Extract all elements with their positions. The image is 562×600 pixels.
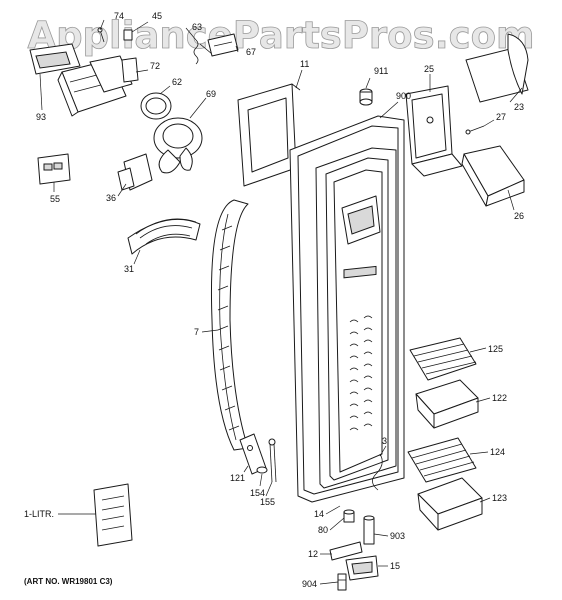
- part-124-wire-shelf: [407, 437, 477, 483]
- callout-121: 121: [230, 473, 245, 483]
- part-154-washer: [256, 466, 268, 474]
- callout-154: 154: [250, 488, 265, 498]
- part-15-housing: [345, 555, 379, 581]
- part-903-tube: [363, 515, 375, 545]
- callout-26: 26: [514, 211, 524, 221]
- callout-80: 80: [318, 525, 328, 535]
- callout-12: 12: [308, 549, 318, 559]
- part-911-cap: [359, 88, 373, 106]
- part-26-bin: [461, 145, 525, 207]
- part-904-screw: [337, 573, 347, 591]
- callout-63: 63: [192, 22, 202, 32]
- callout-1-litr: 1-LITR.: [24, 509, 54, 519]
- leader-lines: [39, 19, 523, 585]
- part-80-fitting: [343, 509, 355, 523]
- callout-67: 67: [246, 47, 256, 57]
- part-7-handle: [211, 199, 249, 451]
- art-number: (ART NO. WR19801 C3): [24, 577, 113, 586]
- callout-27: 27: [496, 112, 506, 122]
- part-25-dispenser-bracket: [405, 85, 463, 177]
- part-45-clip: [123, 29, 133, 41]
- callout-74: 74: [114, 11, 124, 21]
- part-125-wire-shelf: [409, 337, 477, 381]
- part-93-control-module: [29, 43, 133, 117]
- part-72-bracket: [121, 57, 139, 83]
- door-shelf-ridges: [349, 315, 373, 431]
- callout-124: 124: [490, 447, 505, 457]
- part-122-bin: [415, 379, 479, 429]
- watermark-text: AppliancePartsPros.com: [27, 14, 534, 57]
- callout-900: 900: [396, 91, 411, 101]
- part-63-spring: [193, 39, 213, 65]
- handle-ribs: [217, 225, 240, 431]
- part-23-cover: [465, 33, 529, 103]
- callout-23: 23: [514, 102, 524, 112]
- callout-122: 122: [492, 393, 507, 403]
- callout-45: 45: [152, 11, 162, 21]
- callout-904: 904: [302, 579, 317, 589]
- part-123-bin: [417, 477, 483, 531]
- callout-14: 14: [314, 509, 324, 519]
- callout-15: 15: [390, 561, 400, 571]
- callout-11: 11: [300, 59, 309, 69]
- callout-69: 69: [206, 89, 216, 99]
- callout-36: 36: [106, 193, 116, 203]
- callout-93: 93: [36, 112, 46, 122]
- part-11-dispenser-cover: [237, 83, 303, 187]
- part-31-grille: [127, 218, 201, 255]
- part-62-ring: [140, 92, 172, 120]
- part-27-screw: [465, 125, 485, 135]
- callout-123: 123: [492, 493, 507, 503]
- part-67-bracket: [207, 33, 239, 57]
- callout-125: 125: [488, 344, 503, 354]
- part-55-switch: [37, 153, 71, 185]
- callout-72: 72: [150, 61, 160, 71]
- callout-25: 25: [424, 64, 434, 74]
- callout-7: 7: [194, 327, 199, 337]
- callout-911: 911: [374, 66, 388, 76]
- part-155-pin: [268, 438, 277, 483]
- part-3-wire: [372, 453, 383, 491]
- callouts: 74 45 63 67 72 62 69 93 55 36 31 11 911 …: [24, 11, 524, 589]
- callout-55: 55: [50, 194, 60, 204]
- callout-155: 155: [260, 497, 275, 507]
- part-69-fan: [153, 117, 203, 174]
- part-12-lever: [329, 541, 363, 561]
- part-1-litr-booklet: [93, 483, 133, 547]
- door-dispenser-recess: [341, 195, 381, 245]
- callout-903: 903: [390, 531, 405, 541]
- part-36-bracket: [117, 153, 153, 191]
- part-900-door: [289, 115, 405, 503]
- callout-31: 31: [124, 264, 134, 274]
- callout-62: 62: [172, 77, 182, 87]
- callout-3: 3: [382, 436, 387, 446]
